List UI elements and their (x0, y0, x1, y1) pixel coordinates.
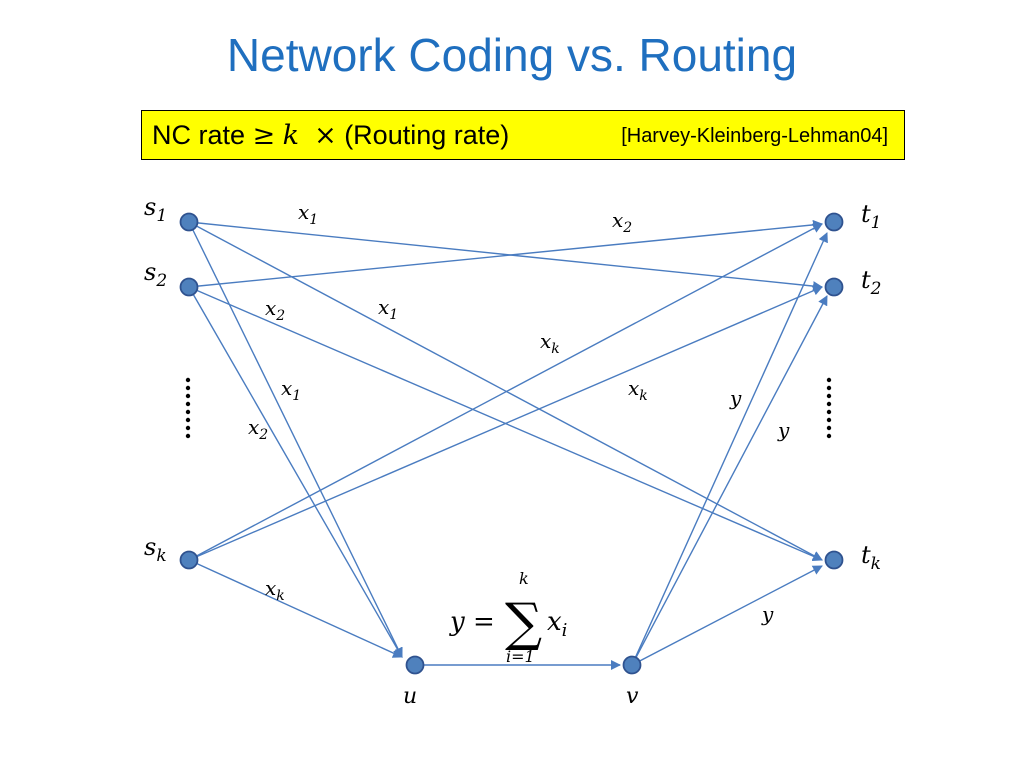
formula-term: xi (547, 607, 567, 641)
formula-lhs: y (449, 607, 465, 637)
node-labels: s1 s2 sk t1 t2 tk u v (144, 193, 881, 709)
edge-label: xk (628, 376, 648, 404)
times-symbol: × (314, 120, 337, 151)
theorem-k: k (282, 120, 300, 151)
theorem-box: NC rate ≥ k × (Routing rate) [Harvey-Kle… (141, 110, 905, 160)
edge-label: x1 (378, 295, 398, 323)
edge-label: y (761, 602, 774, 626)
edge-label: x1 (298, 200, 318, 228)
sum-upper-limit: k (519, 569, 529, 588)
node-label-s1: s1 (144, 193, 167, 226)
node-label-sk: sk (144, 533, 167, 566)
edge-sk-t1 (188, 223, 823, 561)
edge-label: x1 (281, 376, 301, 404)
node-label-s2: s2 (144, 258, 167, 291)
node-label-u: u (403, 684, 417, 709)
node-s2 (179, 277, 199, 297)
node-t2 (824, 277, 844, 297)
edge-v-tk (631, 565, 823, 666)
theorem-prefix: NC rate (152, 120, 253, 150)
ellipsis-right (826, 377, 832, 439)
edge-v-t1 (631, 232, 828, 666)
edge-label: xk (540, 329, 560, 357)
node-v (622, 655, 642, 675)
edge-label: y (777, 418, 790, 442)
node-u (405, 655, 425, 675)
node-s1 (179, 212, 199, 232)
nodes (179, 212, 844, 675)
ellipsis-left (185, 377, 191, 439)
edge-s2-u (188, 286, 403, 658)
edge-s2-t1 (188, 219, 823, 288)
node-label-tk: tk (861, 541, 881, 574)
node-label-t1: t1 (861, 200, 881, 233)
theorem-suffix: (Routing rate) (336, 120, 510, 150)
edge-label: xk (265, 576, 285, 604)
theorem-citation: [Harvey-Kleinberg-Lehman04] (621, 125, 888, 147)
edge-sk-u (188, 559, 403, 658)
edge-v-t2 (631, 295, 828, 666)
node-label-t2: t2 (861, 266, 881, 299)
sum-formula: y = ∑ k i=1 xi (449, 569, 567, 666)
node-sk (179, 550, 199, 570)
edge-label: x2 (265, 296, 285, 324)
edge-label: y (729, 386, 742, 410)
edge-s1-u (188, 221, 403, 658)
edge-sk-t2 (188, 285, 823, 561)
edge-label: x2 (612, 208, 632, 236)
edges (188, 219, 828, 670)
node-label-v: v (626, 684, 639, 709)
geq-symbol: ≥ (252, 120, 276, 151)
edge-label: x2 (248, 415, 268, 443)
node-t1 (824, 212, 844, 232)
formula-equals: = (473, 607, 495, 637)
sum-lower-limit: i=1 (506, 647, 535, 666)
slide-title: Network Coding vs. Routing (226, 29, 798, 81)
edge-s1-t2 (188, 221, 823, 292)
edge-labels: x1 x2 x1 x2 xk xk x1 x2 xk y y y (248, 200, 790, 626)
theorem-statement: NC rate ≥ k × (Routing rate) (152, 120, 509, 151)
sigma-symbol: ∑ (505, 593, 542, 653)
node-tk (824, 550, 844, 570)
